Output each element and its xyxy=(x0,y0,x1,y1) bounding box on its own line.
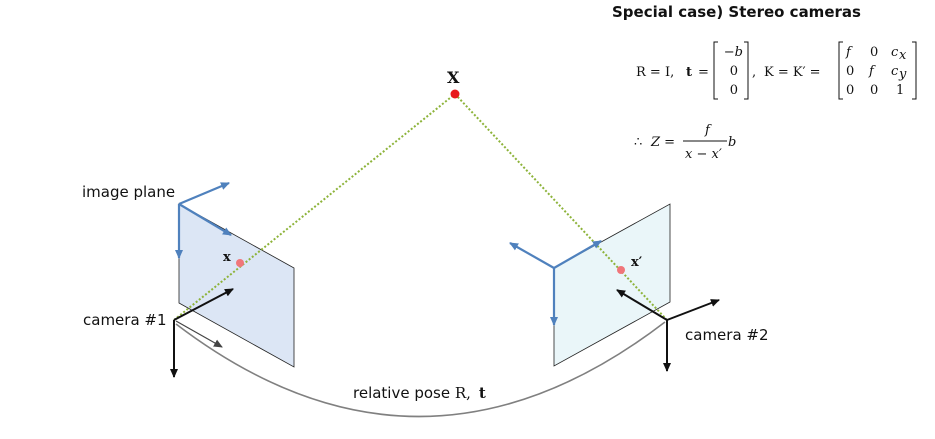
t-vector-right-bracket xyxy=(744,41,749,100)
projection-x xyxy=(236,259,244,267)
k-entry-13: c xyxy=(891,45,899,60)
right-plane-axis-u xyxy=(509,242,555,269)
t-vector-entry-2: 0 xyxy=(730,64,738,79)
k-matrix-left-bracket xyxy=(838,41,843,100)
relative-pose-prefix: relative pose xyxy=(353,384,455,402)
relative-pose-t: t xyxy=(479,384,486,402)
equation-depth: ∴ Z = f x − x′ b xyxy=(634,123,736,162)
camera2-axis-x xyxy=(666,299,720,321)
eq-t-symbol: t xyxy=(686,65,692,80)
right-image-plane xyxy=(553,203,671,367)
eq-z-equals: Z = xyxy=(650,135,675,150)
eq-therefore-symbol: ∴ xyxy=(634,135,642,150)
projection-x-prime-label: x′ xyxy=(631,255,643,270)
k-entry-23: c xyxy=(891,64,899,79)
eq-fraction-denominator: x − x′ xyxy=(685,147,722,162)
eq-comma: , xyxy=(752,65,756,80)
projection-x-prime xyxy=(617,266,625,274)
k-entry-13-subscript: x xyxy=(899,48,907,63)
k-entry-33: 1 xyxy=(896,83,904,98)
k-entry-22: f xyxy=(868,64,876,79)
camera1-label: camera #1 xyxy=(83,311,167,329)
point-x xyxy=(450,89,460,99)
left-plane-axis-v xyxy=(178,203,232,236)
eq-fraction-numerator: f xyxy=(704,123,712,138)
right-plane-axis-v xyxy=(553,240,602,269)
camera1-axis-z xyxy=(175,320,223,348)
k-matrix-right-bracket xyxy=(912,41,917,100)
diagram-title: Special case) Stereo cameras xyxy=(612,3,861,21)
k-entry-11: f xyxy=(845,45,853,60)
k-entry-12: 0 xyxy=(870,45,878,60)
t-vector-entry-3: 0 xyxy=(730,83,738,98)
eq-baseline-b: b xyxy=(728,135,736,150)
point-x-label: X xyxy=(447,68,460,87)
relative-pose-r: R, xyxy=(455,384,471,402)
k-entry-21: 0 xyxy=(846,64,854,79)
projection-x-label: x xyxy=(223,250,231,265)
k-entry-31: 0 xyxy=(846,83,854,98)
t-vector-left-bracket xyxy=(713,41,718,100)
left-plane-axis-u xyxy=(178,181,230,206)
eq-k-equals-kprime: K = K′ = xyxy=(764,65,821,80)
camera1-axis-x xyxy=(173,288,234,321)
t-vector-entry-1: −b xyxy=(724,45,743,60)
camera2-label: camera #2 xyxy=(685,326,769,344)
relative-pose-label: relative pose R, t xyxy=(353,384,486,402)
equation-stereo-params: R = I, t = −b 0 0 , K = K′ = f 0 c x 0 f… xyxy=(636,41,917,100)
left-image-plane xyxy=(178,203,295,368)
relative-pose-curve xyxy=(175,321,666,418)
ray-camera1-to-x xyxy=(173,93,456,321)
eq-r-equals-i: R = I, xyxy=(636,65,674,80)
k-entry-32: 0 xyxy=(870,83,878,98)
k-entry-23-subscript: y xyxy=(898,67,907,82)
eq-equals: = xyxy=(698,65,709,80)
camera2-axis-z xyxy=(616,289,668,321)
image-plane-label: image plane xyxy=(82,183,175,201)
